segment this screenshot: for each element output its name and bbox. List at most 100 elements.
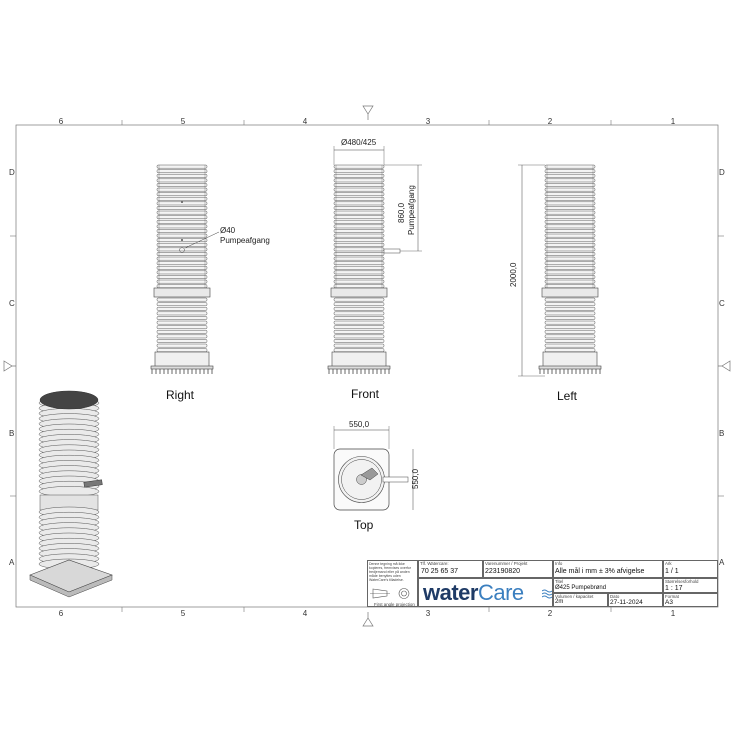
- corrugation-rib: [333, 242, 385, 247]
- corrugation-rib: [544, 297, 596, 302]
- outlet-diameter-label: Pumpeafgang: [220, 236, 270, 245]
- corrugation-rib: [156, 334, 208, 339]
- corrugation-rib: [333, 339, 385, 343]
- projection-caption: First angle projection: [374, 602, 415, 607]
- corrugation-rib: [544, 210, 596, 215]
- title-caption: Titel: [555, 579, 564, 584]
- corrugation-rib: [333, 320, 385, 325]
- corrugation-rib: [544, 284, 596, 289]
- corrugation-rib: [544, 325, 596, 330]
- corrugation-rib: [156, 329, 208, 334]
- corrugation-rib: [333, 201, 385, 206]
- right-view-label: Right: [166, 388, 195, 402]
- top-view-label: Top: [354, 518, 374, 532]
- coupling-collar: [330, 287, 388, 298]
- corrugation-rib: [544, 233, 596, 238]
- tel-cell: [418, 560, 483, 578]
- scale-caption: Størrelsesforhold: [665, 579, 699, 584]
- corrugation-rib: [333, 325, 385, 330]
- corrugation-rib: [333, 329, 385, 334]
- row-label-right-b: B: [719, 429, 725, 438]
- corrugation-rib: [544, 215, 596, 220]
- coupling-collar: [153, 287, 211, 298]
- corrugation-rib: [333, 261, 385, 266]
- corrugation-rib: [156, 306, 208, 311]
- corrugation-rib: [333, 187, 385, 192]
- corrugation-rib: [156, 275, 208, 279]
- item-caption: Varenummer / Projekt: [485, 561, 528, 566]
- pump-fitting: [360, 467, 379, 481]
- corrugation-rib: [333, 164, 385, 169]
- well-base: [154, 351, 210, 368]
- sheet-value: 1 / 1: [665, 568, 679, 575]
- corrugation-rib: [544, 334, 596, 339]
- corrugation-rib: [156, 164, 208, 169]
- corrugation-rib: [544, 265, 596, 270]
- corrugation-rib: [156, 178, 208, 183]
- date-cell: [608, 593, 663, 607]
- row-label-right-a: A: [719, 558, 725, 567]
- item-value: 223190820: [485, 568, 521, 575]
- corrugation-rib: [156, 325, 208, 330]
- corrugation-rib: [333, 183, 385, 187]
- corrugation-rib: [333, 279, 385, 284]
- corrugation-rib: [156, 252, 208, 256]
- shaft-inner-circle: [341, 459, 382, 500]
- corrugation-rib: [156, 210, 208, 215]
- col-label-top-1: 1: [670, 117, 676, 126]
- corrugation-rib: [156, 297, 208, 302]
- corrugation-rib: [333, 192, 385, 197]
- corrugation-rib: [156, 215, 208, 220]
- corrugation-rib: [156, 192, 208, 197]
- left-view-drawing: [538, 164, 602, 374]
- corrugation-rib: [544, 201, 596, 206]
- corrugation-rib: [156, 229, 208, 233]
- right-view-drawing: [150, 164, 220, 374]
- col-label-top-4: 4: [302, 117, 308, 126]
- corrugation-rib: [544, 196, 596, 201]
- corrugation-rib: [544, 238, 596, 243]
- corrugation-rib: [544, 316, 596, 320]
- corrugation-rib: [544, 270, 596, 275]
- corrugation-rib: [544, 242, 596, 247]
- outlet-height-label: Pumpeafgang: [407, 185, 416, 235]
- corrugation-rib: [156, 279, 208, 284]
- watercare-logo: waterCare: [423, 580, 524, 606]
- well-base: [542, 351, 598, 368]
- outlet-diameter-dimension: Ø40: [220, 226, 236, 235]
- corrugation-rib: [544, 320, 596, 325]
- outlet-pipe: [383, 248, 401, 254]
- iso-outlet-pipe: [83, 479, 103, 488]
- corrugation-rib: [544, 219, 596, 224]
- corrugation-rib: [333, 238, 385, 243]
- corrugation-rib: [156, 247, 208, 252]
- iso-top-opening: [39, 390, 99, 410]
- corrugation-rib: [333, 348, 385, 353]
- volume-cell: [553, 593, 608, 607]
- corrugation-rib: [544, 256, 596, 261]
- corrugation-rib: [156, 233, 208, 238]
- corrugation-rib: [156, 219, 208, 224]
- row-label-left-c: C: [9, 299, 15, 308]
- logo-cell: [418, 578, 553, 607]
- corrugation-rib: [333, 233, 385, 238]
- corrugation-rib: [333, 316, 385, 320]
- row-label-right-d: D: [719, 168, 725, 177]
- volume-value: 2m: [555, 599, 564, 605]
- col-label-top-3: 3: [425, 117, 431, 126]
- corrugation-rib: [333, 219, 385, 224]
- row-label-right-c: C: [719, 299, 725, 308]
- corrugation-rib: [544, 261, 596, 266]
- corrugation-rib: [544, 348, 596, 353]
- sheet-caption: Ark: [665, 561, 672, 566]
- corrugation-rib: [156, 206, 208, 210]
- date-value: 27-11-2024: [610, 599, 643, 606]
- corrugation-rib: [333, 173, 385, 178]
- row-label-left-b: B: [9, 429, 15, 438]
- corrugation-rib: [156, 173, 208, 178]
- top-view-drawing: [333, 426, 414, 511]
- col-label-bottom-3: 3: [425, 609, 431, 618]
- corrugation-rib: [156, 169, 208, 174]
